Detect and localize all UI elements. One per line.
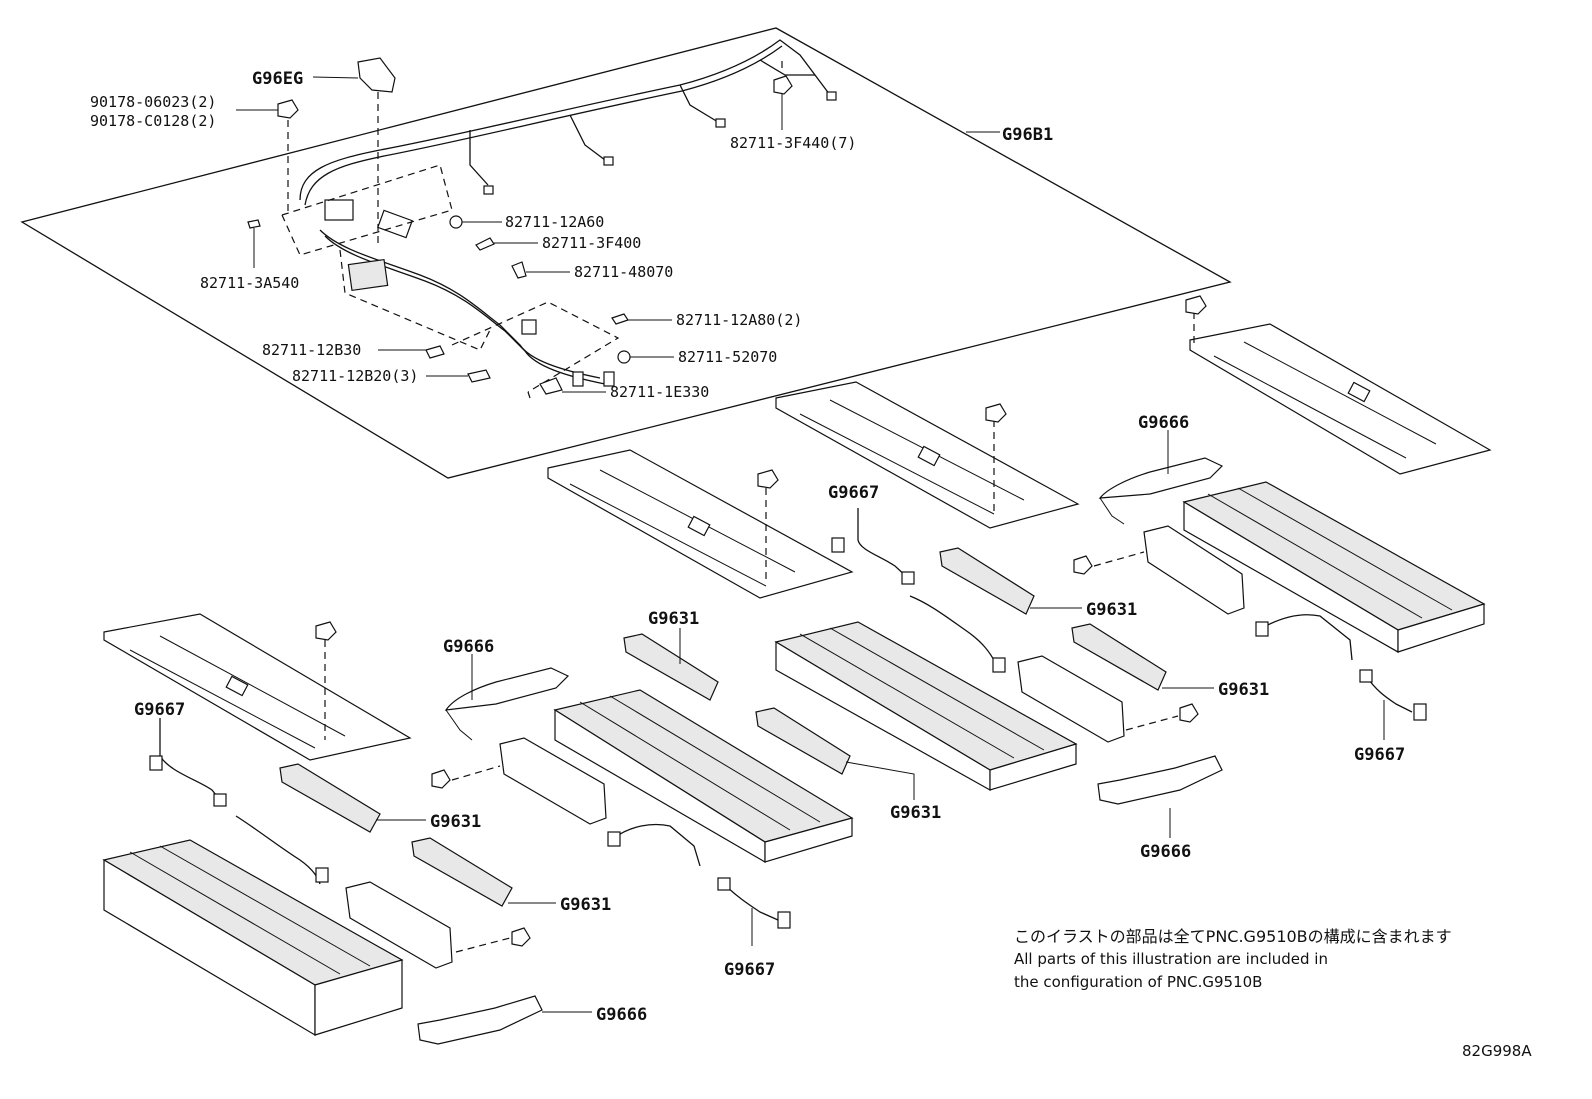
side-block-3 — [1017, 655, 1199, 743]
label-g9667-b: G9667 — [134, 700, 185, 720]
label-g9631-d: G9631 — [890, 803, 941, 823]
bracket-g9631-c — [623, 628, 719, 701]
battery-stack-4 — [1182, 481, 1486, 654]
label-g9631-c: G9631 — [648, 609, 699, 629]
clip-82711-12b30 — [378, 345, 445, 359]
clip-82711-3f440 — [773, 56, 793, 130]
clip-82711-3a540 — [247, 219, 261, 268]
bracket-g9631-b — [411, 837, 556, 907]
label-82711-52070: 82711-52070 — [678, 348, 777, 366]
bracket-g9666-a — [1098, 430, 1224, 525]
battery-stack-2 — [553, 689, 854, 864]
wire-g9667-c — [1255, 614, 1427, 740]
label-g96b1: G96B1 — [1002, 125, 1053, 145]
side-block-2 — [431, 737, 607, 825]
harness-plate-g96b1 — [20, 27, 1232, 479]
clip-82711-52070 — [617, 350, 674, 364]
figure-id: 82G998A — [1462, 1042, 1532, 1060]
label-g9666-c: G9666 — [1140, 842, 1191, 862]
label-90178-06023: 90178-06023(2) — [90, 93, 216, 111]
wire-g9667-b — [149, 718, 329, 885]
label-82711-3f400: 82711-3F400 — [542, 234, 641, 252]
label-g9667-c: G9667 — [1354, 745, 1405, 765]
side-block-4 — [1073, 525, 1245, 615]
bracket-g9631-e — [939, 547, 1082, 615]
label-82711-3f440: 82711-3F440(7) — [730, 134, 856, 152]
label-g9667-d: G9667 — [724, 960, 775, 980]
label-g9666-a: G9666 — [1138, 413, 1189, 433]
label-g9631-f: G9631 — [1218, 680, 1269, 700]
note-japanese: このイラストの部品は全てPNC.G9510Bの構成に含まれます — [1014, 927, 1452, 946]
bracket-g9666-b — [444, 654, 570, 741]
battery-stack-1 — [102, 839, 404, 1037]
side-block-1 — [345, 881, 531, 969]
label-g9667-a: G9667 — [828, 483, 879, 503]
label-g9631-b: G9631 — [560, 895, 611, 915]
label-g9666-b: G9666 — [443, 637, 494, 657]
note-english-line1: All parts of this illustration are inclu… — [1014, 950, 1328, 968]
label-g9631-a: G9631 — [430, 812, 481, 832]
label-82711-3a540: 82711-3A540 — [200, 274, 299, 292]
note-english-line2: the configuration of PNC.G9510B — [1014, 973, 1262, 991]
bracket-g9666-d — [417, 995, 592, 1045]
bracket-g9631-f — [1071, 623, 1214, 691]
label-82711-48070: 82711-48070 — [574, 263, 673, 281]
cover-plate-4 — [1185, 295, 1492, 475]
wire-g9667-a — [831, 508, 1006, 673]
clip-82711-48070 — [511, 261, 570, 279]
bracket-g96eg — [312, 57, 396, 248]
label-82711-1e330: 82711-1E330 — [610, 383, 709, 401]
bracket-g9666-c — [1097, 755, 1223, 838]
label-82711-12b20: 82711-12B20(3) — [292, 367, 418, 385]
bracket-g9631-a — [279, 763, 426, 833]
clip-82711-12a80 — [611, 313, 672, 325]
nut-90178 — [236, 99, 299, 215]
label-82711-12b30: 82711-12B30 — [262, 341, 361, 359]
bracket-g9631-d — [755, 707, 915, 800]
label-90178-c0128: 90178-C0128(2) — [90, 112, 216, 130]
label-82711-12a60: 82711-12A60 — [505, 213, 604, 231]
clip-82711-12b20 — [426, 369, 491, 383]
clip-82711-3f400 — [475, 237, 538, 251]
cover-plate-1 — [103, 613, 412, 761]
label-g96eg: G96EG — [252, 69, 303, 89]
wire-g9667-d — [607, 823, 791, 946]
label-82711-12a80: 82711-12A80(2) — [676, 311, 802, 329]
label-g9666-d: G9666 — [596, 1005, 647, 1025]
cover-plate-2 — [547, 449, 854, 599]
label-g9631-e: G9631 — [1086, 600, 1137, 620]
clip-82711-1e330 — [539, 377, 606, 395]
cover-plate-3 — [775, 381, 1080, 529]
battery-stack-3 — [774, 621, 1078, 792]
clip-82711-12a60 — [449, 215, 502, 229]
